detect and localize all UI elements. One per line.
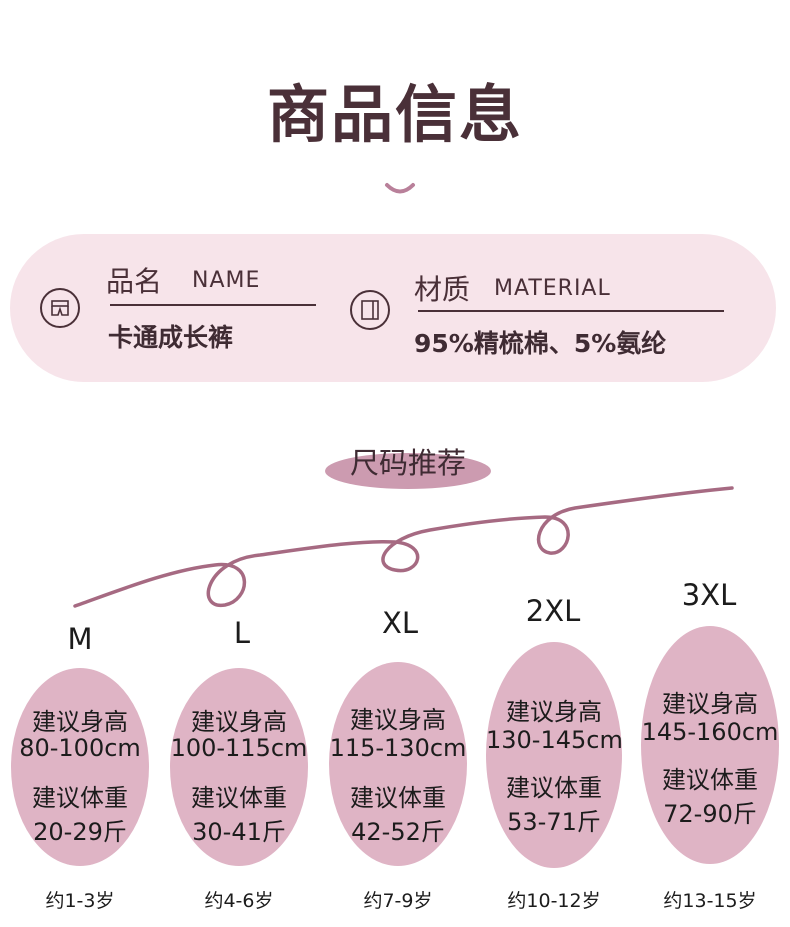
weight-value: 53-71斤 — [507, 808, 601, 836]
size-name: XL — [381, 606, 419, 640]
name-label: 品名 — [106, 265, 163, 298]
age-range: 约1-3岁 — [45, 890, 115, 912]
weight-value: 42-52斤 — [351, 818, 445, 846]
size-heading-pill — [325, 453, 491, 489]
size-bubble: 建议身高 115-130cm 建议体重 42-52斤 — [329, 662, 467, 866]
weight-label: 建议体重 — [191, 784, 287, 812]
chevron-down-icon — [385, 183, 415, 194]
material-divider — [418, 310, 724, 312]
weight-label: 建议体重 — [32, 784, 128, 812]
weight-value: 30-41斤 — [192, 818, 286, 846]
weight-label: 建议体重 — [662, 766, 758, 794]
weight-label: 建议体重 — [506, 774, 602, 802]
weight-value: 72-90斤 — [663, 800, 757, 828]
size-heading: 尺码推荐 — [349, 446, 466, 480]
material-label-en: MATERIAL — [494, 276, 611, 301]
name-divider — [110, 304, 316, 306]
height-label: 建议身高 — [32, 708, 128, 736]
size-bubble: 建议身高 80-100cm 建议体重 20-29斤 — [11, 668, 149, 866]
age-range: 约13-15岁 — [663, 890, 757, 912]
material-value: 95%精梳棉、5%氨纶 — [414, 329, 667, 358]
weight-label: 建议体重 — [350, 784, 446, 812]
height-value: 145-160cm — [641, 718, 779, 746]
height-value: 115-130cm — [329, 734, 467, 762]
height-label: 建议身高 — [506, 698, 602, 726]
size-name: M — [67, 622, 93, 656]
page-title: 商品信息 — [266, 78, 523, 151]
pants-icon — [40, 288, 80, 328]
age-range: 约4-6岁 — [204, 890, 274, 912]
height-value: 80-100cm — [19, 734, 141, 762]
size-name: L — [233, 616, 251, 650]
height-value: 130-145cm — [486, 726, 623, 754]
height-label: 建议身高 — [350, 706, 446, 734]
height-label: 建议身高 — [191, 708, 287, 736]
size-bubble: 建议身高 130-145cm 建议体重 53-71斤 — [486, 642, 623, 868]
product-info-panel: 品名 NAME 卡通成长裤 材质 MATERIAL 95%精梳棉、5%氨纶 — [10, 234, 776, 382]
height-label: 建议身高 — [662, 690, 758, 718]
size-bubble: 建议身高 100-115cm 建议体重 30-41斤 — [170, 668, 308, 866]
size-name: 3XL — [681, 578, 737, 612]
size-name: 2XL — [525, 594, 581, 628]
weight-value: 20-29斤 — [33, 818, 127, 846]
name-value: 卡通成长裤 — [108, 323, 234, 352]
height-value: 100-115cm — [170, 734, 308, 762]
size-bubble: 建议身高 145-160cm 建议体重 72-90斤 — [641, 626, 779, 864]
age-range: 约7-9岁 — [363, 890, 433, 912]
material-label: 材质 — [414, 273, 471, 306]
fabric-icon — [350, 290, 390, 330]
age-range: 约10-12岁 — [507, 890, 601, 912]
name-label-en: NAME — [192, 268, 261, 293]
